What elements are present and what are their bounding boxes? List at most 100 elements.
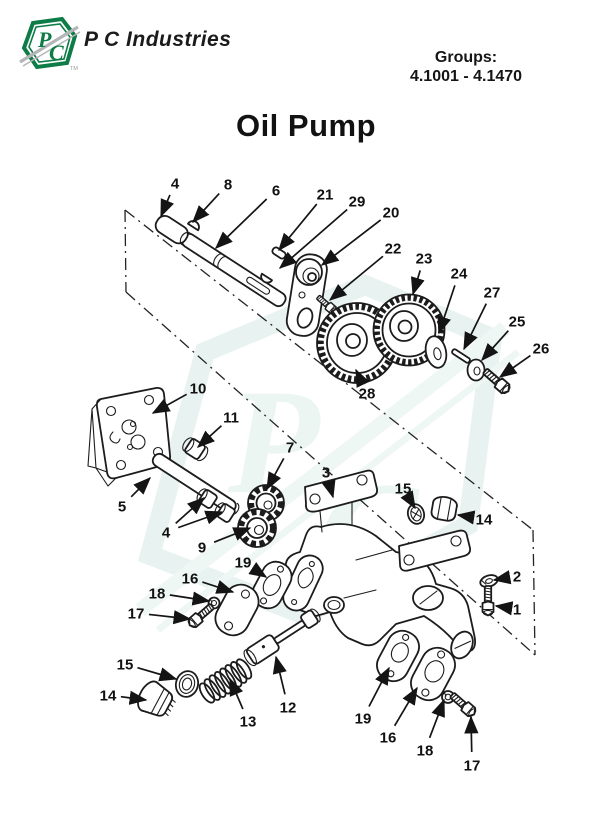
leader-arrow-6 [214, 198, 268, 249]
part-label-26: 26 [533, 341, 550, 358]
leader-arrow-4-mid [177, 510, 224, 529]
logo-slash [19, 25, 79, 64]
leader-arrow-24 [437, 285, 456, 335]
leader-arrow-29 [278, 208, 348, 269]
part-label-17-right: 17 [464, 758, 481, 775]
leader-arrow-14-upper [456, 510, 476, 525]
pump-cover-10 [87, 386, 172, 487]
key-21 [271, 246, 287, 260]
leader-arrow-18-left [169, 591, 211, 606]
part-label-23: 23 [416, 251, 433, 268]
washer-25 [466, 358, 486, 382]
part-label-14-upper: 14 [476, 512, 493, 529]
leader-arrow-28 [355, 368, 370, 388]
leader-arrow-17-right [464, 715, 479, 753]
part-label-2: 2 [513, 569, 521, 586]
leader-arrow-16-right [393, 686, 418, 727]
part-label-14-lower: 14 [100, 688, 117, 705]
part-label-16-right: 16 [380, 730, 397, 747]
part-label-18-left: 18 [149, 586, 166, 603]
leader-arrow-20 [320, 219, 382, 266]
leader-arrow-5 [130, 476, 152, 498]
part-label-4-top: 4 [171, 176, 180, 193]
leader-arrow-13 [229, 677, 244, 710]
part-label-13: 13 [240, 714, 257, 731]
part-label-28: 28 [359, 386, 376, 403]
part-label-18-right: 18 [417, 743, 434, 760]
part-label-7: 7 [286, 440, 294, 457]
part-label-3: 3 [322, 465, 330, 482]
leader-arrow-14-lower [120, 690, 148, 705]
plunger-12 [243, 608, 321, 667]
leader-arrow-19-right [368, 666, 390, 707]
part-label-9: 9 [198, 540, 206, 557]
key-29 [260, 272, 273, 284]
part-label-19-left: 19 [235, 555, 252, 572]
leader-arrow-11 [196, 425, 222, 448]
part-label-27: 27 [484, 285, 501, 302]
pc-industries-logo: P C TM [19, 16, 81, 72]
leader-arrow-18-right [428, 698, 445, 739]
leader-arrow-4-mid [175, 497, 206, 524]
leader-arrow-7 [266, 457, 285, 491]
pump-body-3 [282, 469, 477, 660]
part-label-22: 22 [385, 241, 402, 258]
part-label-15-lower: 15 [117, 657, 134, 674]
idler-bracket [285, 253, 339, 337]
bolt-17-right [447, 689, 479, 720]
leader-arrow-2 [492, 570, 512, 585]
part-label-8: 8 [224, 177, 232, 194]
leader-arrow-1 [494, 601, 514, 616]
plug-14-upper [430, 495, 458, 522]
dashed-plane [124, 209, 536, 656]
leader-arrow-15-upper [400, 490, 416, 510]
pump-gear-9 [237, 508, 277, 548]
leader-arrow-27 [463, 303, 488, 351]
leader-arrow-8 [192, 192, 220, 224]
part-label-4-mid: 4 [162, 525, 171, 542]
leader-arrow-10 [151, 393, 188, 414]
leader-arrow-9 [213, 527, 252, 544]
page-title: Oil Pump [235, 108, 377, 143]
leader-arrow-17-left [148, 610, 192, 625]
part-label-6: 6 [272, 183, 280, 200]
leader-arrow-16-left [202, 580, 235, 594]
washer-15-lower [174, 670, 200, 698]
part-label-21: 21 [317, 187, 334, 204]
plate-16-left [214, 583, 260, 637]
spring-13 [198, 658, 253, 704]
leader-arrow-15-lower [137, 666, 178, 682]
leader-arrow-19-left [248, 562, 268, 578]
drive-shaft [154, 214, 287, 308]
logo-letter-c: C [49, 40, 64, 65]
leader-arrow-22 [328, 255, 384, 301]
logo-letter-p: P [37, 27, 52, 52]
part-label-29: 29 [349, 194, 366, 211]
leader-arrow-21 [278, 203, 318, 252]
logo-tm: TM [70, 66, 78, 72]
leader-arrow-12 [272, 655, 287, 695]
pin-27 [451, 348, 471, 364]
leader-arrow-25 [481, 330, 509, 362]
part-label-12: 12 [280, 700, 297, 717]
plug-14-lower [137, 680, 176, 717]
plate-16-right [410, 646, 456, 702]
leader-arrow-23 [410, 270, 425, 296]
brand-name: P C Industries [84, 28, 232, 51]
part-label-10: 10 [190, 381, 207, 398]
groups-range: 4.1001 - 4.1470 [409, 68, 523, 85]
part-label-16-left: 16 [182, 571, 199, 588]
part-label-17-left: 17 [128, 606, 145, 623]
washer-24 [424, 335, 448, 369]
groups-label: Groups: [434, 49, 498, 66]
part-label-15-upper: 15 [395, 481, 412, 498]
leader-arrow-4-top [160, 194, 174, 218]
part-label-5: 5 [118, 499, 126, 516]
part-label-11: 11 [223, 410, 239, 427]
part-label-20: 20 [383, 205, 400, 222]
leader-arrow-3 [321, 479, 336, 499]
leader-arrow-26 [498, 354, 531, 378]
